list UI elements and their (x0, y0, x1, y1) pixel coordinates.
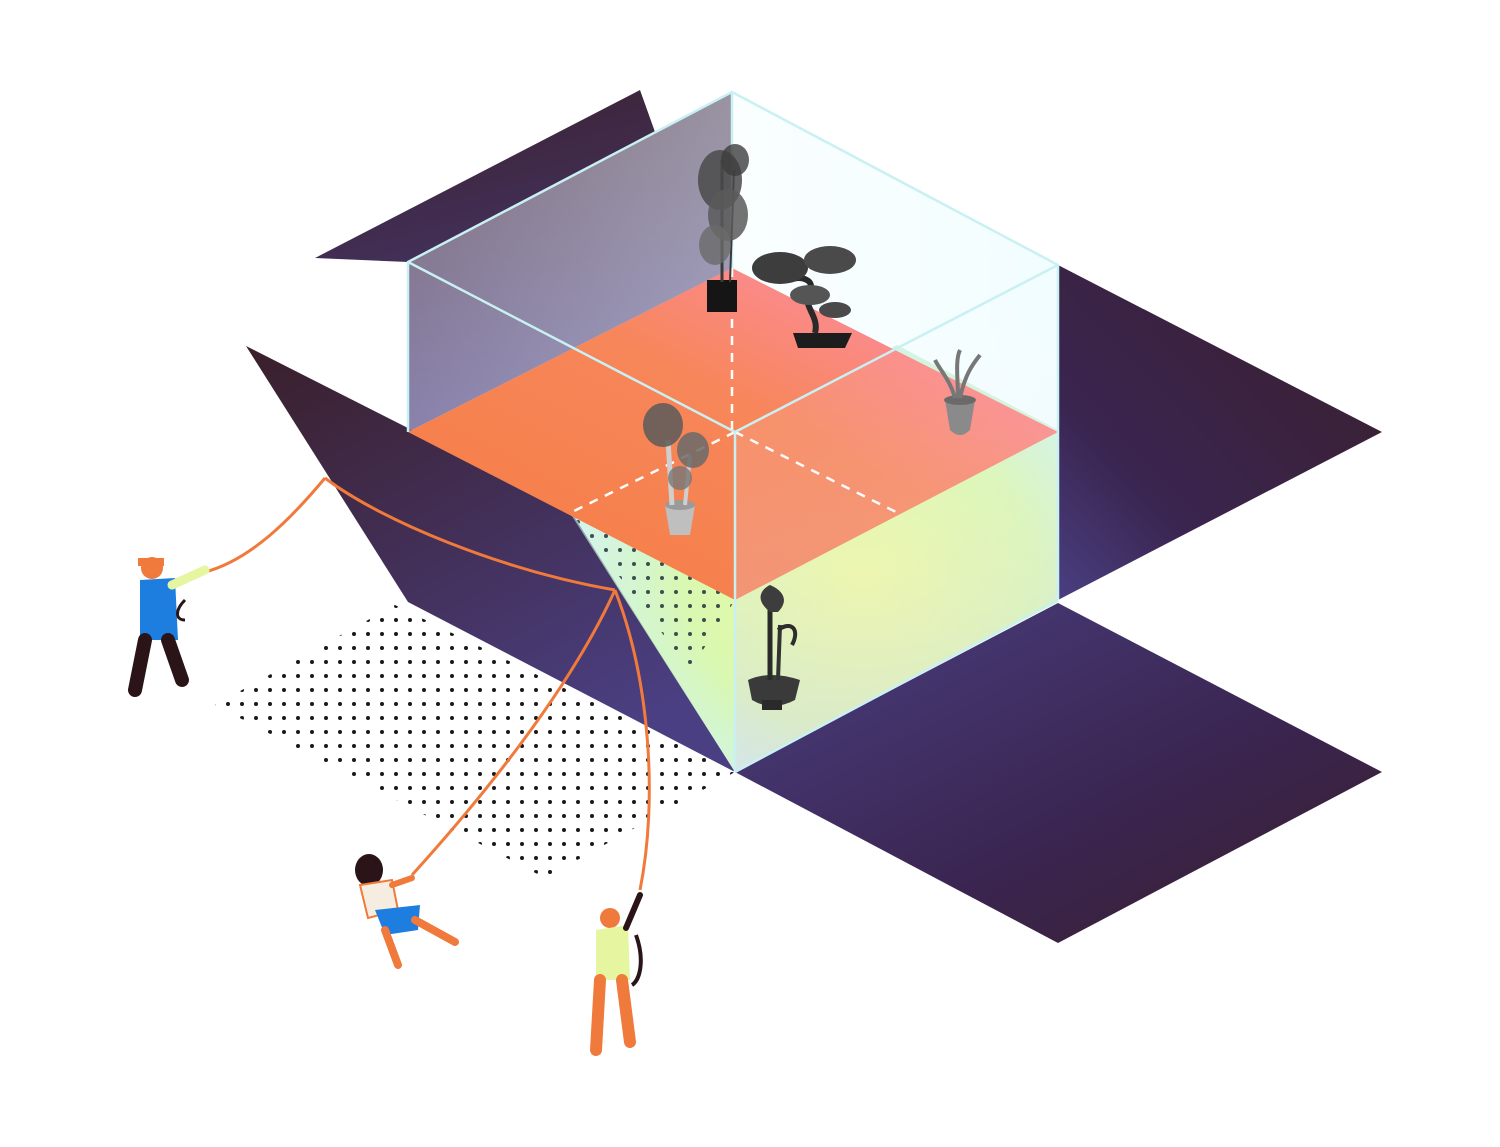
glass-cube (406, 90, 1060, 774)
person-pulling-rope-right (590, 892, 643, 1056)
bonsai-tree-icon (752, 246, 856, 348)
box-front-flap (735, 603, 1382, 943)
box-right-flap (1058, 265, 1382, 600)
person-pulling-rope-left (128, 557, 210, 697)
potted-palm-icon (748, 585, 800, 710)
small-potted-plant-icon (933, 349, 982, 435)
ropes (204, 476, 651, 891)
person-pulling-rope-middle (355, 854, 459, 969)
floor-dot-shadow (215, 605, 735, 878)
dracaena-plant-icon (643, 403, 709, 535)
bamboo-plant-icon (698, 144, 749, 312)
cube-right-wall (735, 265, 1058, 772)
